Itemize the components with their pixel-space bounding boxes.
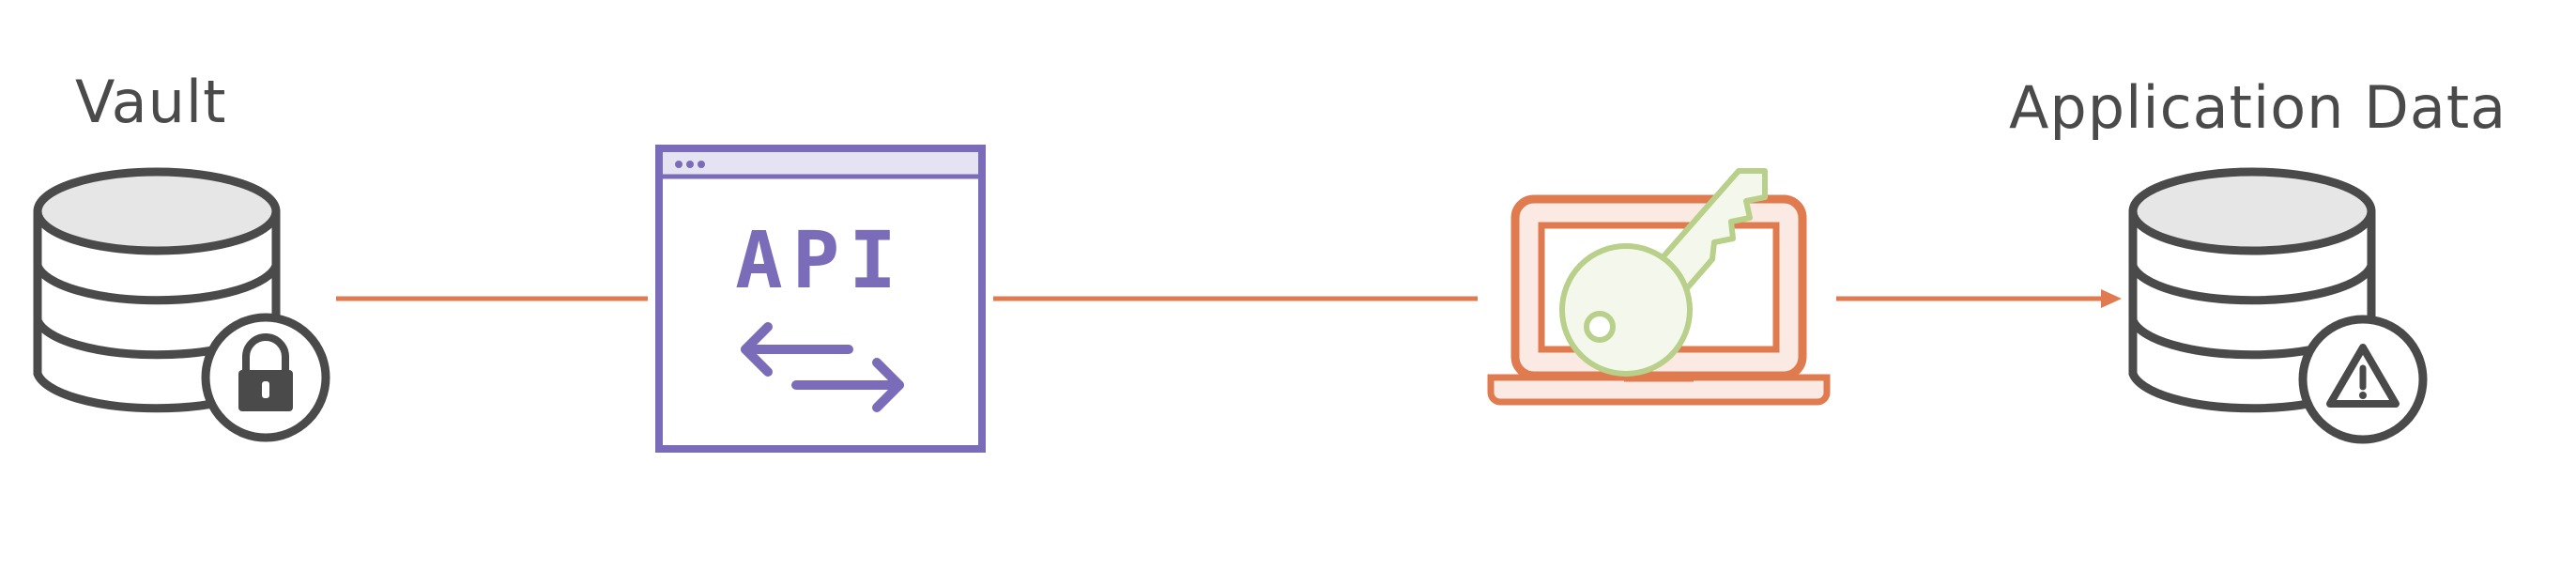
- vault-label: Vault: [75, 68, 227, 136]
- bidirectional-arrows-icon: [741, 322, 904, 412]
- lock-icon: [238, 333, 293, 411]
- application-data-label: Application Data: [2009, 73, 2507, 142]
- database-warning-icon: [2128, 167, 2428, 444]
- connector-client-appdata-arrow: [1836, 289, 2122, 308]
- laptop-key-icon: [1487, 168, 1831, 406]
- key-icon: [1559, 168, 1768, 377]
- database-lock-icon: [33, 167, 330, 442]
- warning-icon: [2326, 344, 2400, 408]
- api-label: API: [735, 214, 906, 306]
- api-window-icon: API: [655, 145, 986, 453]
